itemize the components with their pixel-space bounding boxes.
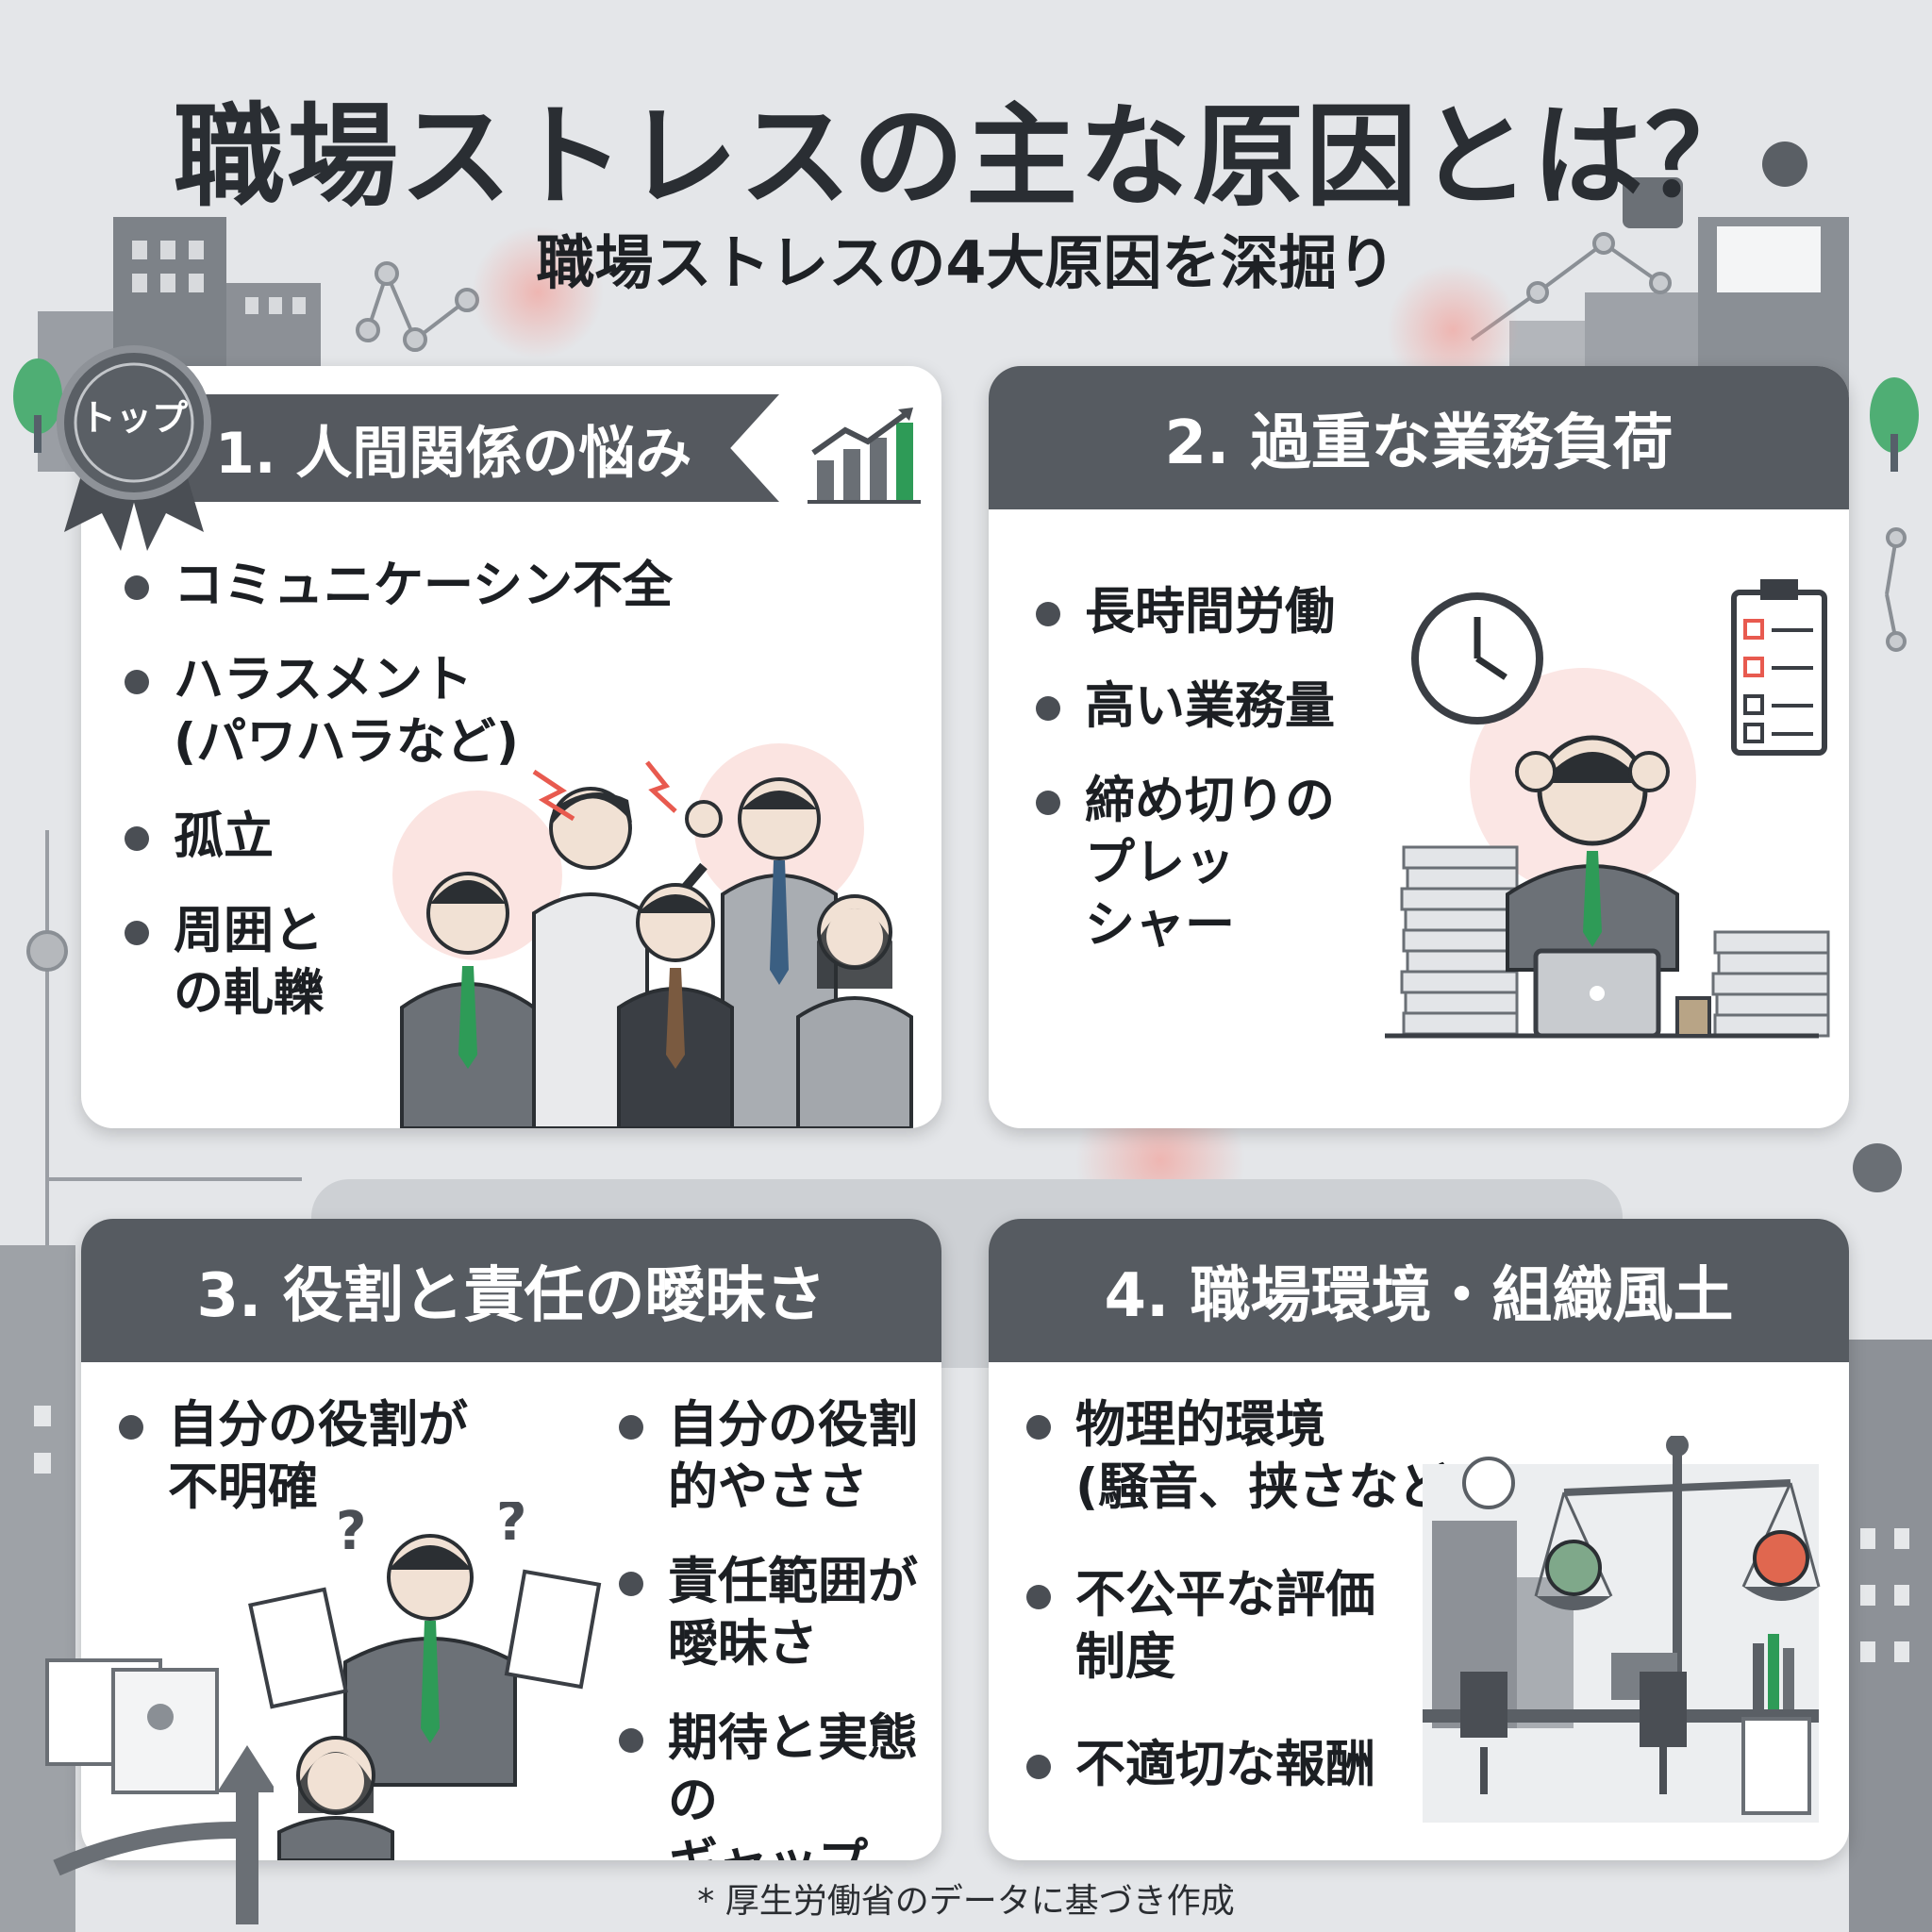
bullet-item: 責任範囲が 曖昧さ <box>619 1551 940 1675</box>
svg-text:?: ? <box>496 1502 526 1553</box>
document-icon <box>248 1569 602 1709</box>
top-ribbon-badge-icon <box>57 345 211 551</box>
card-work-environment: 4. 職場環境・組織風土 物理的環境 (騒音、挟さなど) 不公平な評価 制度 不… <box>989 1219 1849 1860</box>
bullet-item: 周囲と の軋轢 <box>125 900 898 1024</box>
card1-bullet-list: コミュニケーシン不全 ハラスメント (パワハラなど) 孤立 周囲と の軋轢 <box>125 555 898 1057</box>
sad-face-icon <box>1545 1540 1602 1596</box>
card-workload: 2. 過重な業務負荷 長時間労働 高い業務量 締め切りの プレッ シャー <box>989 366 1849 1128</box>
arguing-coworkers-illustration <box>392 743 913 1128</box>
clock-icon <box>1462 1457 1515 1509</box>
overworked-employee-illustration <box>1385 579 1830 1039</box>
unfair-scales-office-illustration <box>1423 1436 1821 1823</box>
bullet-item: 長時間労働 <box>1036 581 1413 643</box>
card-role-ambiguity: 3. 役割と責任の曖昧さ 自分の役割が 不明確 自分の役割 的やささ 責任範囲が… <box>81 1219 941 1860</box>
card3-heading: 3. 役割と責任の曖昧さ <box>81 1219 941 1362</box>
svg-text:?: ? <box>336 1502 366 1562</box>
angry-face-icon <box>1753 1530 1809 1587</box>
card2-bullet-list: 長時間労働 高い業務量 締め切りの プレッ シャー <box>1036 581 1413 989</box>
card3-bullet-list-left: 自分の役割が 不明確 <box>119 1394 496 1551</box>
card4-bullet-list: 物理的環境 (騒音、挟さなど) 不公平な評価 制度 不適切な報酬 <box>1026 1394 1498 1828</box>
bullet-item: 不公平な評価 制度 <box>1026 1564 1498 1689</box>
card3-bullet-list-right: 自分の役割 的やささ 責任範囲が 曖昧さ 期待と実態の ギャップ <box>619 1394 940 1860</box>
page-subtitle: 職場ストレスの4大原因を深掘り <box>536 228 1396 297</box>
clock-icon <box>1411 592 1543 724</box>
card2-heading: 2. 過重な業務負荷 <box>989 366 1849 509</box>
bullet-item: 孤立 <box>125 806 898 868</box>
confused-employee-illustration: ? ? <box>248 1502 602 1860</box>
bullet-item: 物理的環境 (騒音、挟さなど) <box>1026 1394 1498 1519</box>
bullet-item: 期待と実態の ギャップ <box>619 1707 940 1860</box>
bullet-item: ハラスメント (パワハラなど) <box>125 649 898 774</box>
bullet-item: 締め切りの プレッ シャー <box>1036 770 1413 957</box>
bullet-item: 不適切な報酬 <box>1026 1734 1498 1796</box>
page-title: 職場ストレスの主な原因とは？ <box>173 92 1758 222</box>
card4-heading: 4. 職場環境・組織風土 <box>989 1219 1849 1362</box>
badge-label: トップ <box>79 397 188 439</box>
card-human-relations: 1. 人間関係の悩み コミュニケーシン不全 ハラスメント (パワハラなど) 孤立… <box>81 366 941 1128</box>
bullet-item: 自分の役割 的やささ <box>619 1394 940 1519</box>
files-and-arrow-decoration <box>45 1658 274 1924</box>
bullet-item: 高い業務量 <box>1036 675 1413 738</box>
clipboard-checklist-icon <box>1731 579 1827 756</box>
growth-chart-icon <box>808 408 921 504</box>
bullet-item: コミュニケーシン不全 <box>125 555 898 617</box>
bullet-item: 自分の役割が 不明確 <box>119 1394 496 1519</box>
source-footnote: * 厚生労働省のデータに基づき作成 <box>697 1882 1235 1921</box>
